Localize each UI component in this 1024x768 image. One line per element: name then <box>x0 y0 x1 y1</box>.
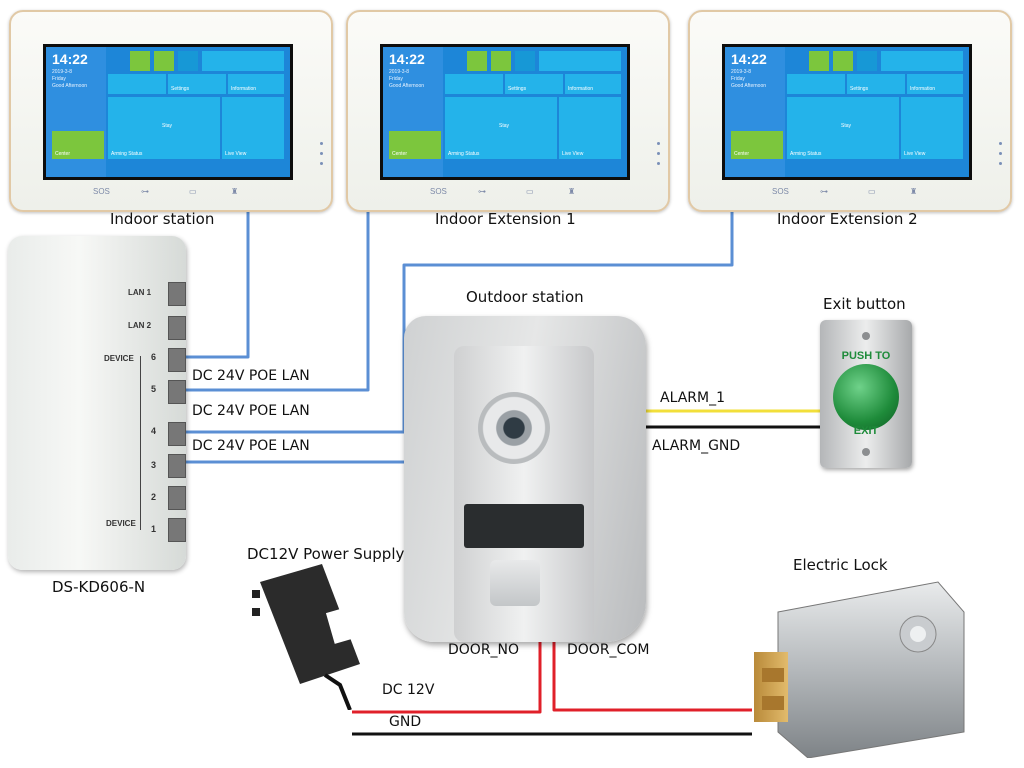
indoor-station-monitor: 14:22 2019-3-8 Friday Good Afternoon Set… <box>9 10 333 212</box>
gnd-label: GND <box>389 714 422 730</box>
electric-lock-icon <box>754 581 965 758</box>
lan-wire-indoor-ext1 <box>184 210 370 392</box>
camera-lens-icon <box>478 392 550 464</box>
electric-lock-label: Electric Lock <box>793 556 888 574</box>
door-no-label: DOOR_NO <box>448 642 520 658</box>
monitor-screen: 14:22 2019-3-8 Friday Good Afternoon Set… <box>722 44 972 180</box>
monitor-screen: 14:22 2019-3-8 Friday Good Afternoon Set… <box>43 44 293 180</box>
indoor-ext1-label: Indoor Extension 1 <box>435 210 576 228</box>
lan-wire-indoor-station <box>184 210 250 359</box>
door-com-label: DOOR_COM <box>567 642 650 658</box>
poe-switch: LAN 1 LAN 2 DEVICE 6 5 4 3 2 1 DEVICE <box>8 236 186 570</box>
card-reader-icon <box>464 504 584 548</box>
door-com-wire <box>552 640 752 712</box>
bezel-buttons: SOS ⊶ ▭ ♜ <box>93 187 239 196</box>
switch-model-label: DS-KD606-N <box>52 578 146 596</box>
alarm-gnd-label: ALARM_GND <box>652 438 741 454</box>
poe-wire-label: DC 24V POE LAN <box>192 368 310 384</box>
push-button-icon <box>833 364 899 430</box>
exit-button-label: Exit button <box>823 295 906 313</box>
alarm1-label: ALARM_1 <box>660 390 725 406</box>
bezel-buttons: SOS ⊶ ▭ ♜ <box>430 187 576 196</box>
power-adapter-icon <box>252 564 360 710</box>
poe-wire-label: DC 24V POE LAN <box>192 403 310 419</box>
door-no-wire <box>352 640 542 714</box>
indoor-ext2-label: Indoor Extension 2 <box>777 210 918 228</box>
poe-wire-label: DC 24V POE LAN <box>192 438 310 454</box>
dc12v-label: DC 12V <box>382 682 435 698</box>
indoor-extension-2-monitor: 14:22 2019-3-8 Friday Good Afternoon Set… <box>688 10 1012 212</box>
monitor-screen: 14:22 2019-3-8 Friday Good Afternoon Set… <box>380 44 630 180</box>
outdoor-station-label: Outdoor station <box>466 288 584 306</box>
lan-wire-indoor-ext2 <box>184 210 734 434</box>
indoor-station-label: Indoor station <box>110 210 215 228</box>
indoor-extension-1-monitor: 14:22 2019-3-8 Friday Good Afternoon Set… <box>346 10 670 212</box>
power-supply-label: DC12V Power Supply <box>247 545 405 563</box>
call-button <box>490 560 540 606</box>
screen-time: 14:22 <box>52 51 88 67</box>
bezel-buttons: SOS ⊶ ▭ ♜ <box>772 187 918 196</box>
outdoor-station-face <box>454 346 594 642</box>
exit-button-device: PUSH TO EXIT <box>820 320 912 468</box>
